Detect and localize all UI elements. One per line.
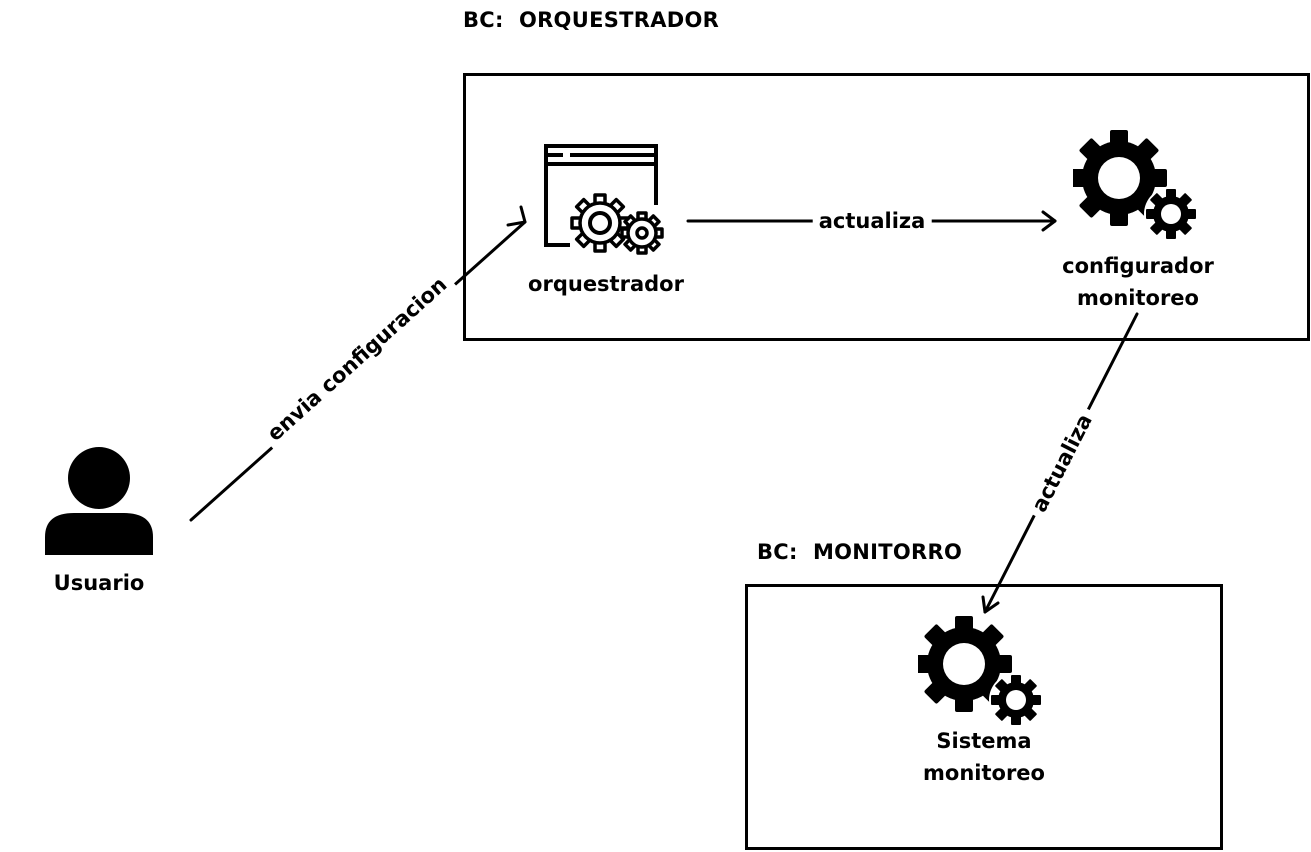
edge-actualiza-h-label: actualiza xyxy=(812,208,932,234)
edge-envia-arrowhead xyxy=(506,205,527,227)
app-window-gears-icon xyxy=(544,144,664,255)
orquestrador-label: orquestrador xyxy=(528,272,684,296)
edge-actualiza-v-arrowhead xyxy=(981,595,1000,614)
gears-icon xyxy=(918,616,1043,727)
configurador-label: configurador monitoreo xyxy=(1038,250,1238,314)
sistema-label-line2: monitoreo xyxy=(923,761,1045,785)
user-icon xyxy=(45,447,153,555)
bc-monitorro-title: BC: MONITORRO xyxy=(757,540,963,564)
sistema-label-line1: Sistema xyxy=(936,729,1032,753)
usuario-label: Usuario xyxy=(53,571,145,595)
configurador-label-line1: configurador xyxy=(1062,254,1214,278)
bc-monitorro-box xyxy=(745,584,1223,850)
bc-orquestrador-box xyxy=(463,73,1310,341)
bc-orquestrador-title: BC: ORQUESTRADOR xyxy=(463,8,720,32)
configurador-label-line2: monitoreo xyxy=(1077,286,1199,310)
gears-icon xyxy=(1073,130,1198,241)
edge-actualiza-h-arrowhead xyxy=(1041,210,1057,232)
sistema-label: Sistema monitoreo xyxy=(884,725,1084,789)
